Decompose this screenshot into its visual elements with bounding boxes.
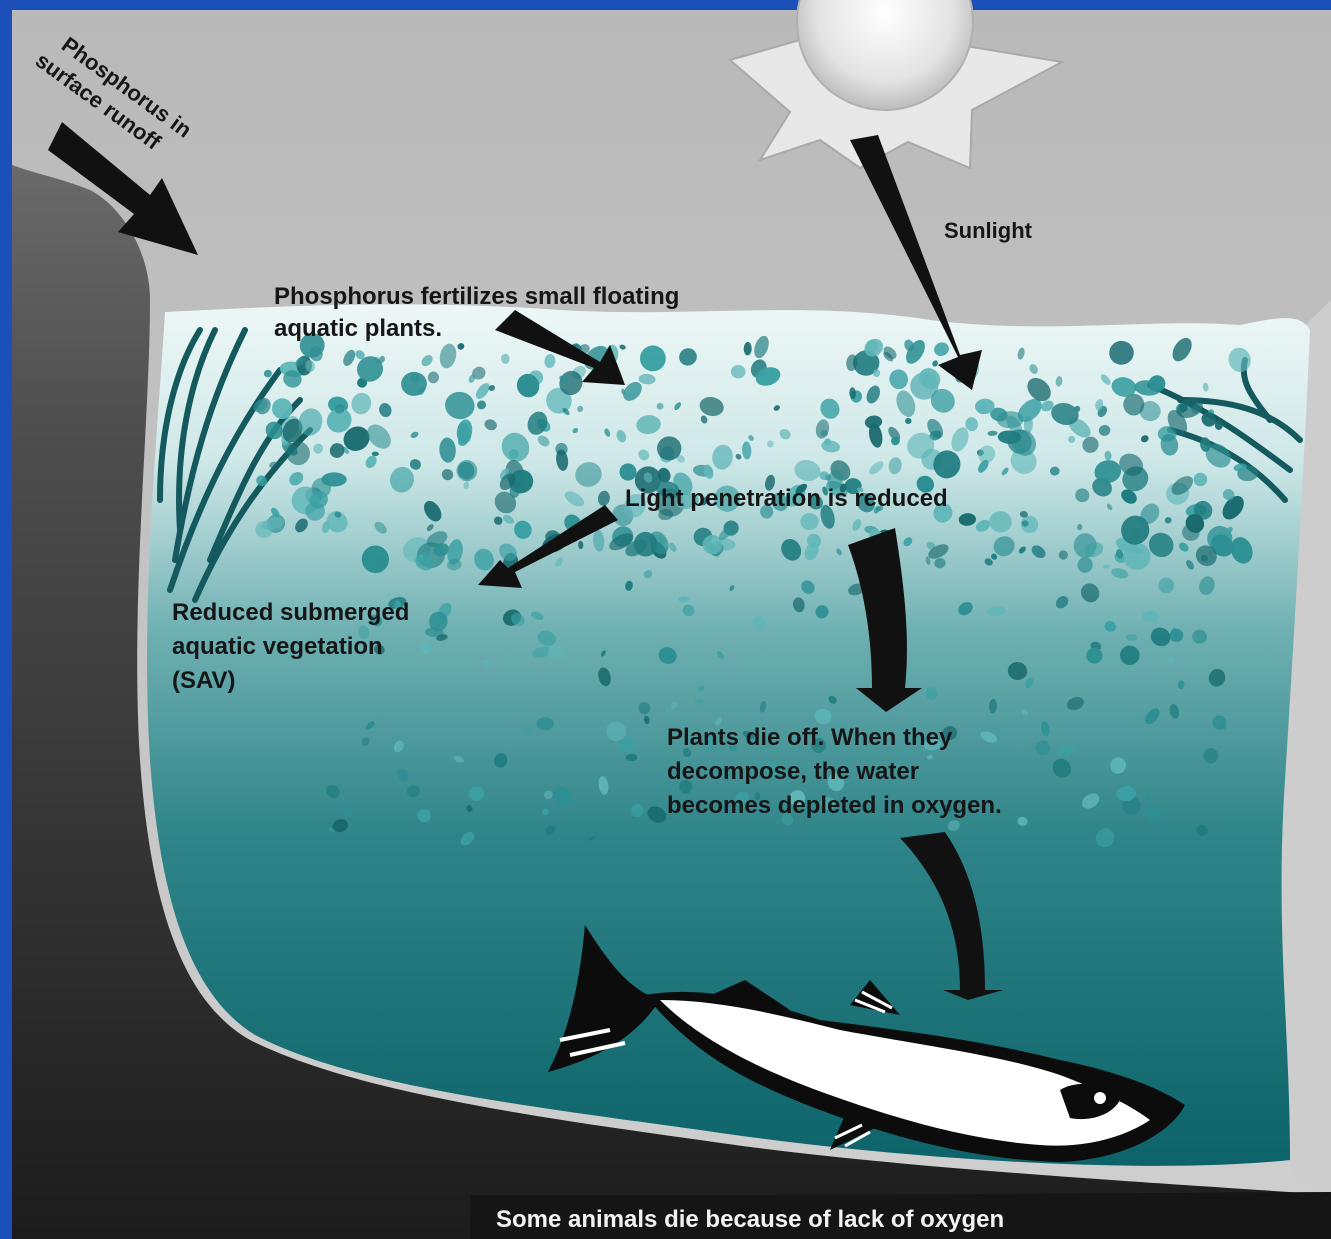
bottom-caption: Some animals die because of lack of oxyg… [496,1206,1004,1233]
algae-speck [372,452,379,457]
light-reduced-label: Light penetration is reduced [625,485,948,512]
sunlight-label: Sunlight [944,218,1033,243]
